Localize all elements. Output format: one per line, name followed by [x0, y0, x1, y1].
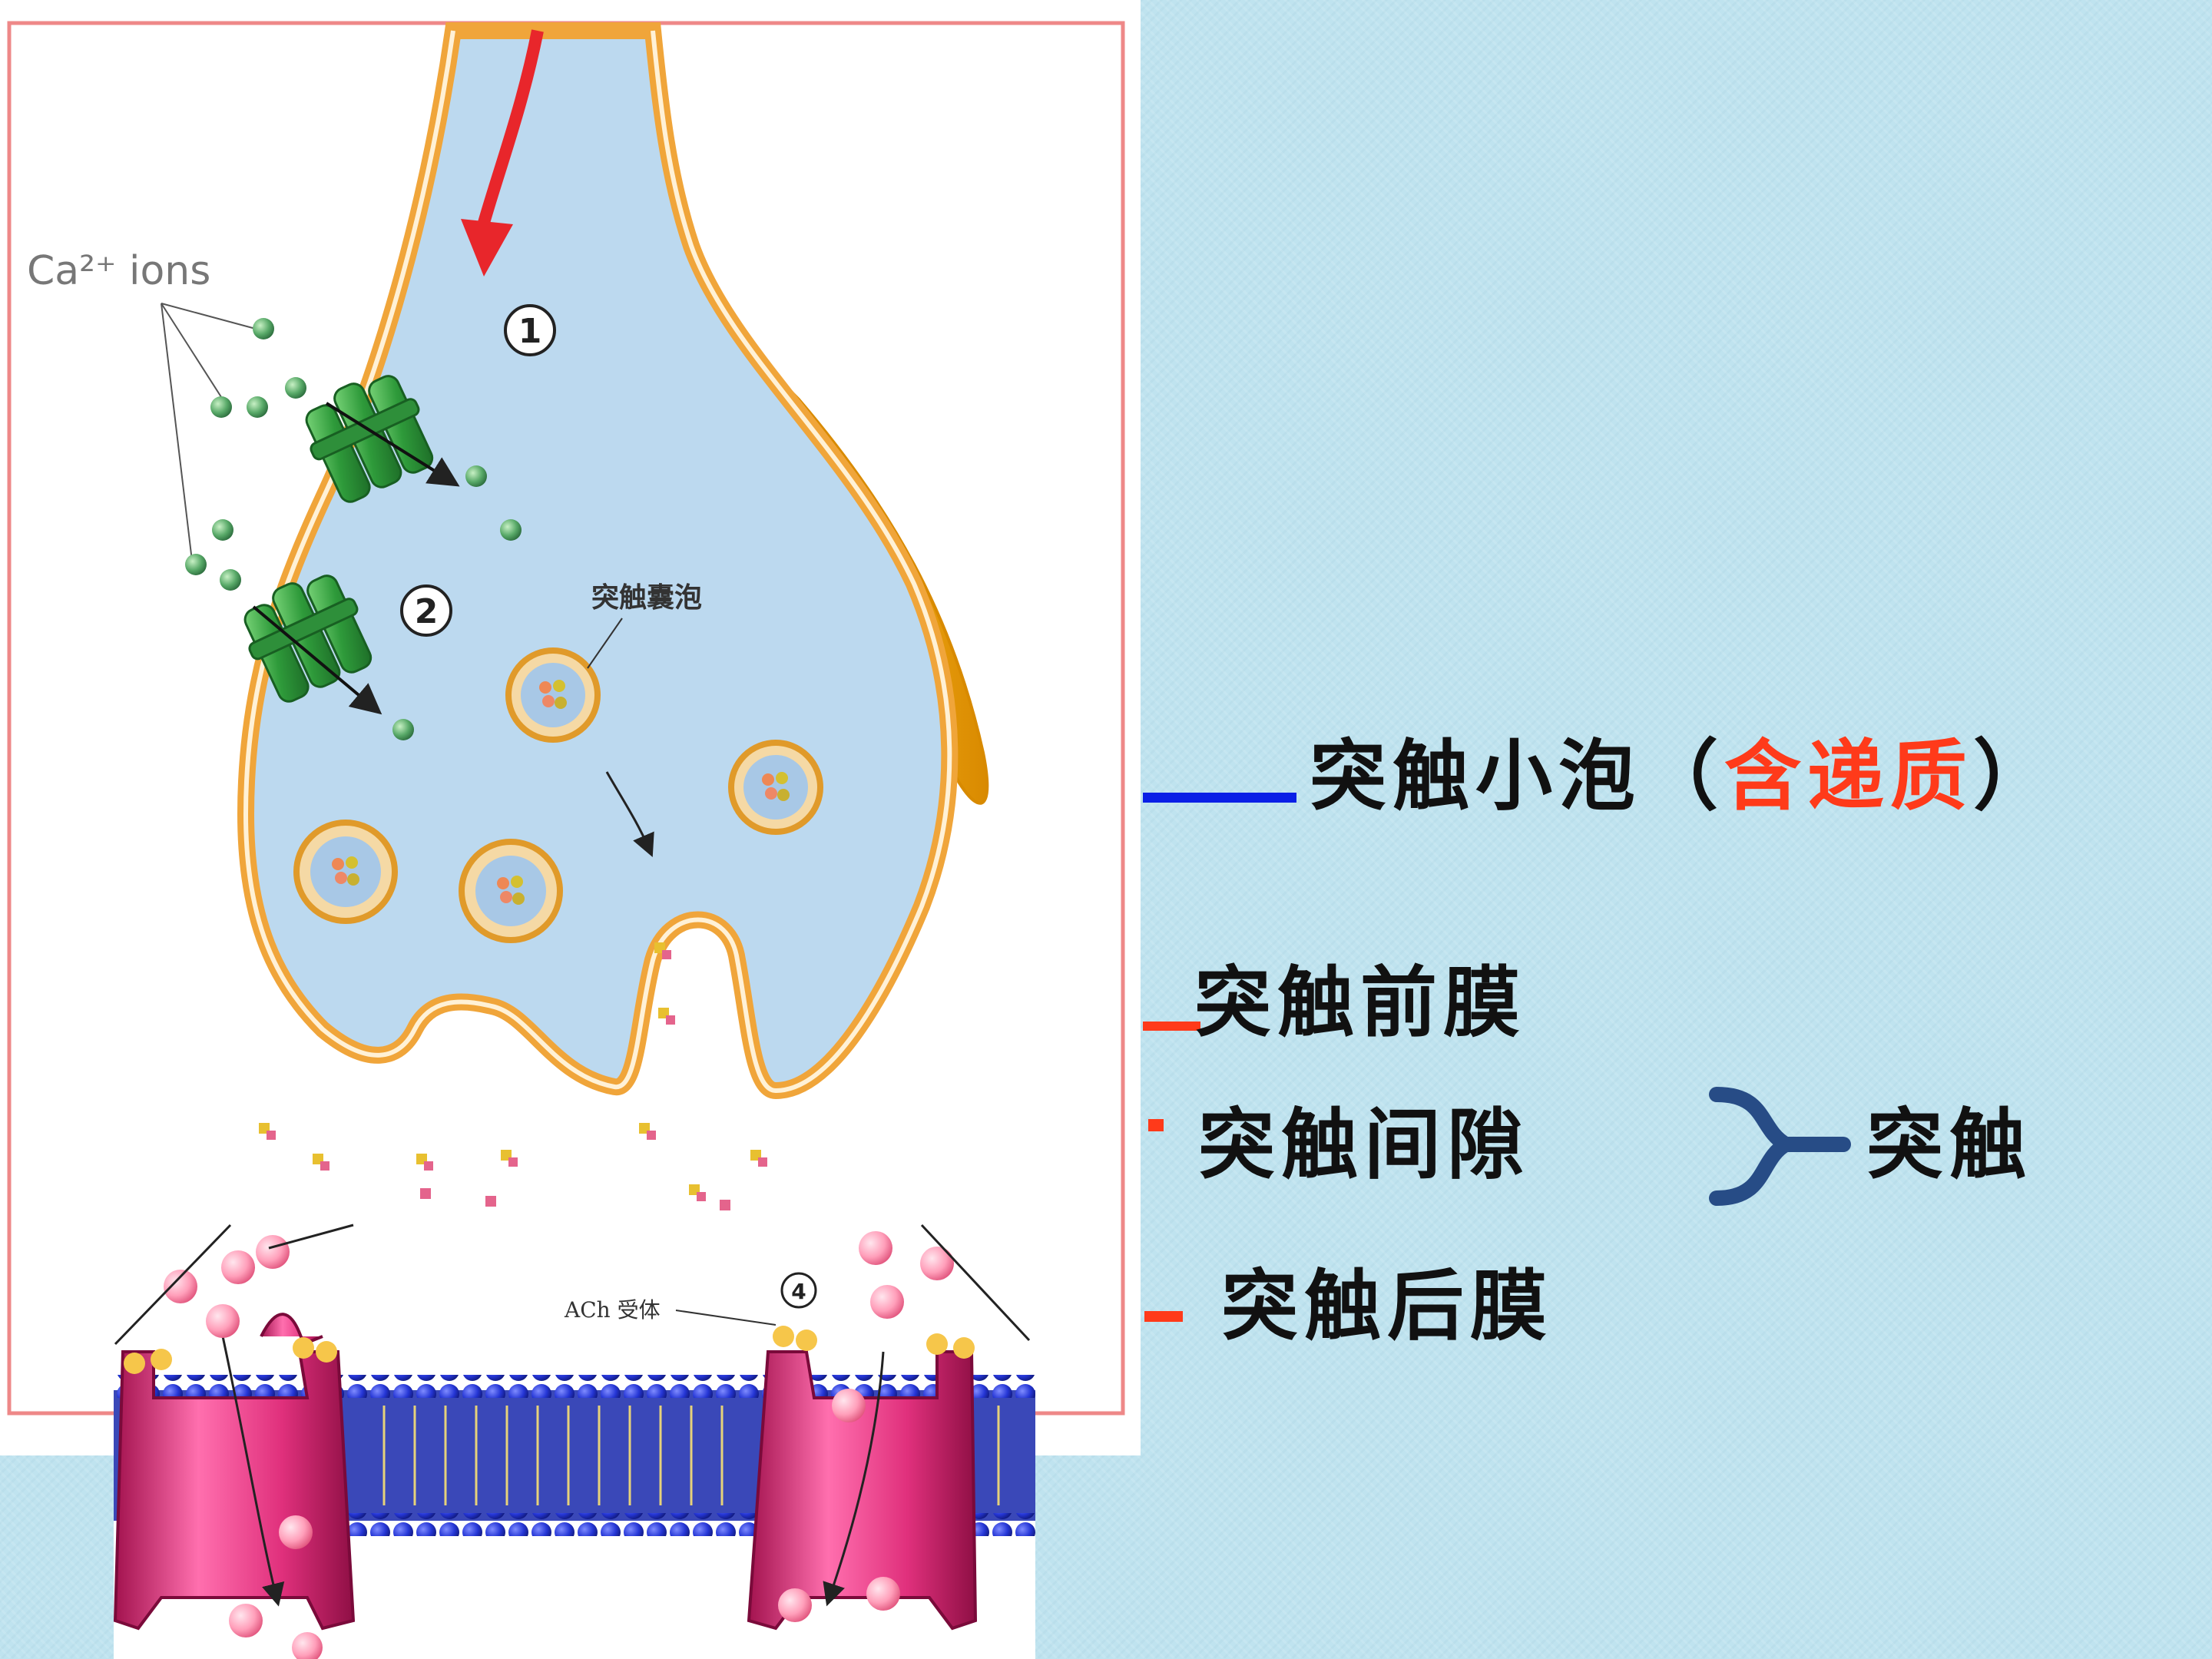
vesicle-label: 突触囊泡 [591, 581, 702, 614]
step-4-marker: 4 [782, 1273, 816, 1307]
synaptic-cleft-label: 突触间隙 [1198, 1106, 1530, 1183]
presynaptic-membrane-label: 突触前膜 [1194, 964, 1526, 1041]
vesicle-label-text: 突触小泡（含递质） [1310, 737, 2056, 814]
vesicle-dash [1143, 793, 1296, 803]
ach-receptor-label: ACh 受体 [564, 1297, 661, 1323]
svg-text:1: 1 [518, 312, 542, 351]
postsynaptic-membrane-label: 突触后膜 [1221, 1267, 1553, 1344]
postsynaptic-dash [1144, 1311, 1183, 1322]
svg-text:4: 4 [791, 1279, 806, 1304]
ca-ions-label: Ca²⁺ ions [27, 248, 210, 294]
synapse-label: 突触 [1866, 1106, 2032, 1183]
cleft-dash [1148, 1119, 1164, 1131]
synapse-brace [1717, 1094, 1843, 1198]
vesicle-close-text: ） [1973, 730, 2056, 821]
step-1-marker: 1 [505, 306, 555, 355]
transmitter-text: 含递质 [1724, 730, 1973, 821]
presynaptic-dash [1143, 1022, 1200, 1031]
vesicle-text: 突触小泡（ [1310, 730, 1724, 821]
svg-text:2: 2 [415, 592, 439, 631]
step-2-marker: 2 [402, 586, 451, 635]
